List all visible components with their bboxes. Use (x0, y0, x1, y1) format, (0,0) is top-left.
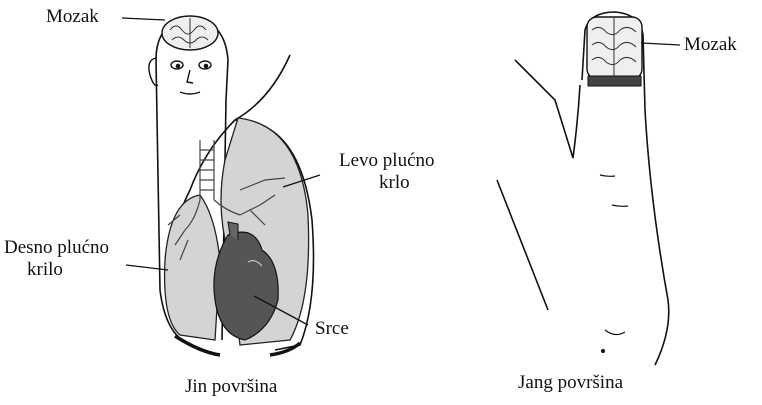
left-lung-label-line2: krlo (339, 172, 435, 194)
jang-caption: Jang površina (518, 372, 623, 394)
jang-leader-lines (641, 43, 680, 45)
jin-brain (162, 16, 218, 50)
right-lung-label-line2: krilo (4, 259, 109, 281)
right-lung-label: Desno plućno krilo (4, 237, 109, 281)
right-lung-label-line1: Desno plućno (4, 237, 109, 259)
heart-label: Srce (315, 318, 349, 340)
jin-caption: Jin površina (185, 376, 277, 398)
jang-brain-label: Mozak (684, 34, 737, 56)
right-lung-shape (165, 195, 220, 340)
jang-thumb-figure (497, 12, 669, 365)
jin-brain-label: Mozak (46, 6, 99, 28)
left-lung-label-line1: Levo plućno (339, 150, 435, 172)
left-lung-label: Levo plućno krlo (339, 150, 435, 194)
jang-brain (587, 17, 642, 86)
jin-face (149, 58, 211, 94)
